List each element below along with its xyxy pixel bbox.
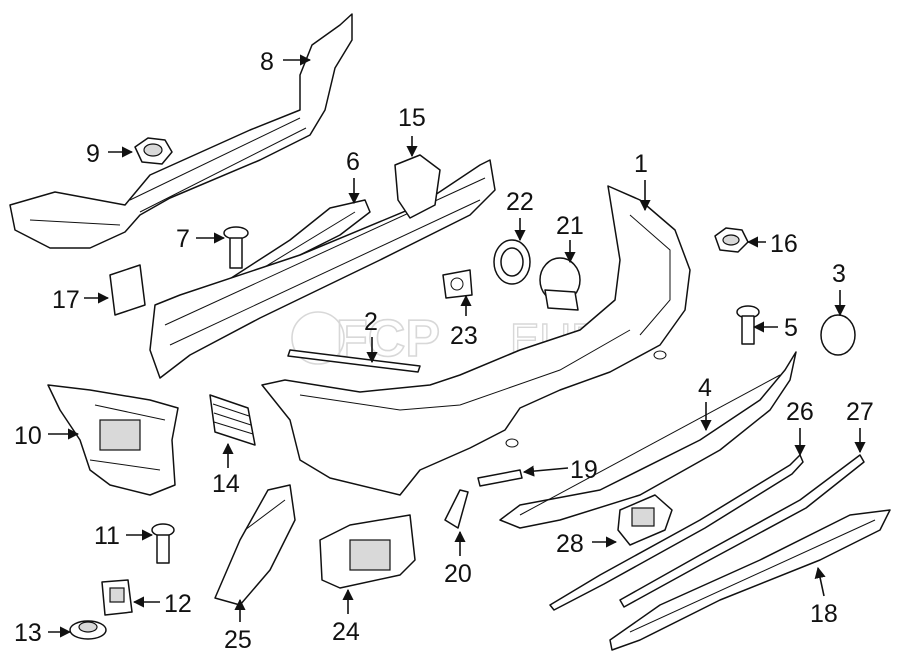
callout-2: 2 [364,308,378,336]
part-9-nut[interactable] [134,137,173,165]
callout-27: 27 [846,398,874,426]
part-7-bolt[interactable] [223,226,249,269]
callout-10: 10 [14,422,42,450]
callout-11: 11 [94,522,120,550]
part-22-sensor-ring[interactable] [493,239,531,285]
part-27-molding[interactable] [619,454,865,608]
callout-15: 15 [398,104,426,132]
part-19-trim[interactable] [477,469,523,487]
part-4-diffuser-strip[interactable] [499,351,797,529]
callout-1: 1 [634,150,648,178]
part-1-bumper-cover[interactable] [261,185,691,496]
callout-5: 5 [784,314,798,342]
callout-labels: 1 2 3 4 5 6 7 8 9 10 11 12 13 14 15 16 1… [14,48,874,654]
part-18-valance[interactable] [609,509,891,651]
part-20-bracket[interactable] [444,489,469,529]
callout-14: 14 [212,470,240,498]
part-10-side-bracket[interactable] [47,384,179,496]
part-26-molding[interactable] [549,454,804,611]
callout-26: 26 [786,398,814,426]
callout-23: 23 [450,322,478,350]
part-11-screw[interactable] [151,523,175,564]
callout-17: 17 [52,286,80,314]
callout-8: 8 [260,48,274,76]
callout-19: 19 [570,456,598,484]
callout-18: 18 [810,600,838,628]
part-21-sensor[interactable] [539,257,581,311]
part-13-nut[interactable] [69,620,107,640]
part-17-plate[interactable] [109,264,146,316]
part-16-nut[interactable] [714,227,749,253]
callout-21: 21 [556,212,584,240]
part-3-cap[interactable] [820,314,856,356]
callout-25: 25 [224,626,252,654]
callout-20: 20 [444,560,472,588]
part-25-duct[interactable] [214,484,296,606]
part-5-screw[interactable] [736,305,760,345]
callout-4: 4 [698,374,712,402]
callout-22: 22 [506,188,534,216]
leader-lines [48,54,866,638]
part-8-upper-bracket[interactable] [9,13,353,249]
callout-3: 3 [832,260,846,288]
callout-28: 28 [556,530,584,558]
part-12-clip[interactable] [101,579,133,616]
callout-7: 7 [176,225,190,253]
callout-24: 24 [332,618,360,646]
callout-16: 16 [770,230,798,258]
callout-9: 9 [86,140,100,168]
part-28-bracket[interactable] [617,494,673,546]
callout-13: 13 [14,619,42,647]
callout-12: 12 [164,590,192,618]
part-14-grille[interactable] [209,394,256,446]
part-15-impact-beam[interactable] [149,154,496,379]
part-23-sensor-holder[interactable] [442,269,473,299]
part-24-module[interactable] [319,514,416,589]
callout-6: 6 [346,148,360,176]
